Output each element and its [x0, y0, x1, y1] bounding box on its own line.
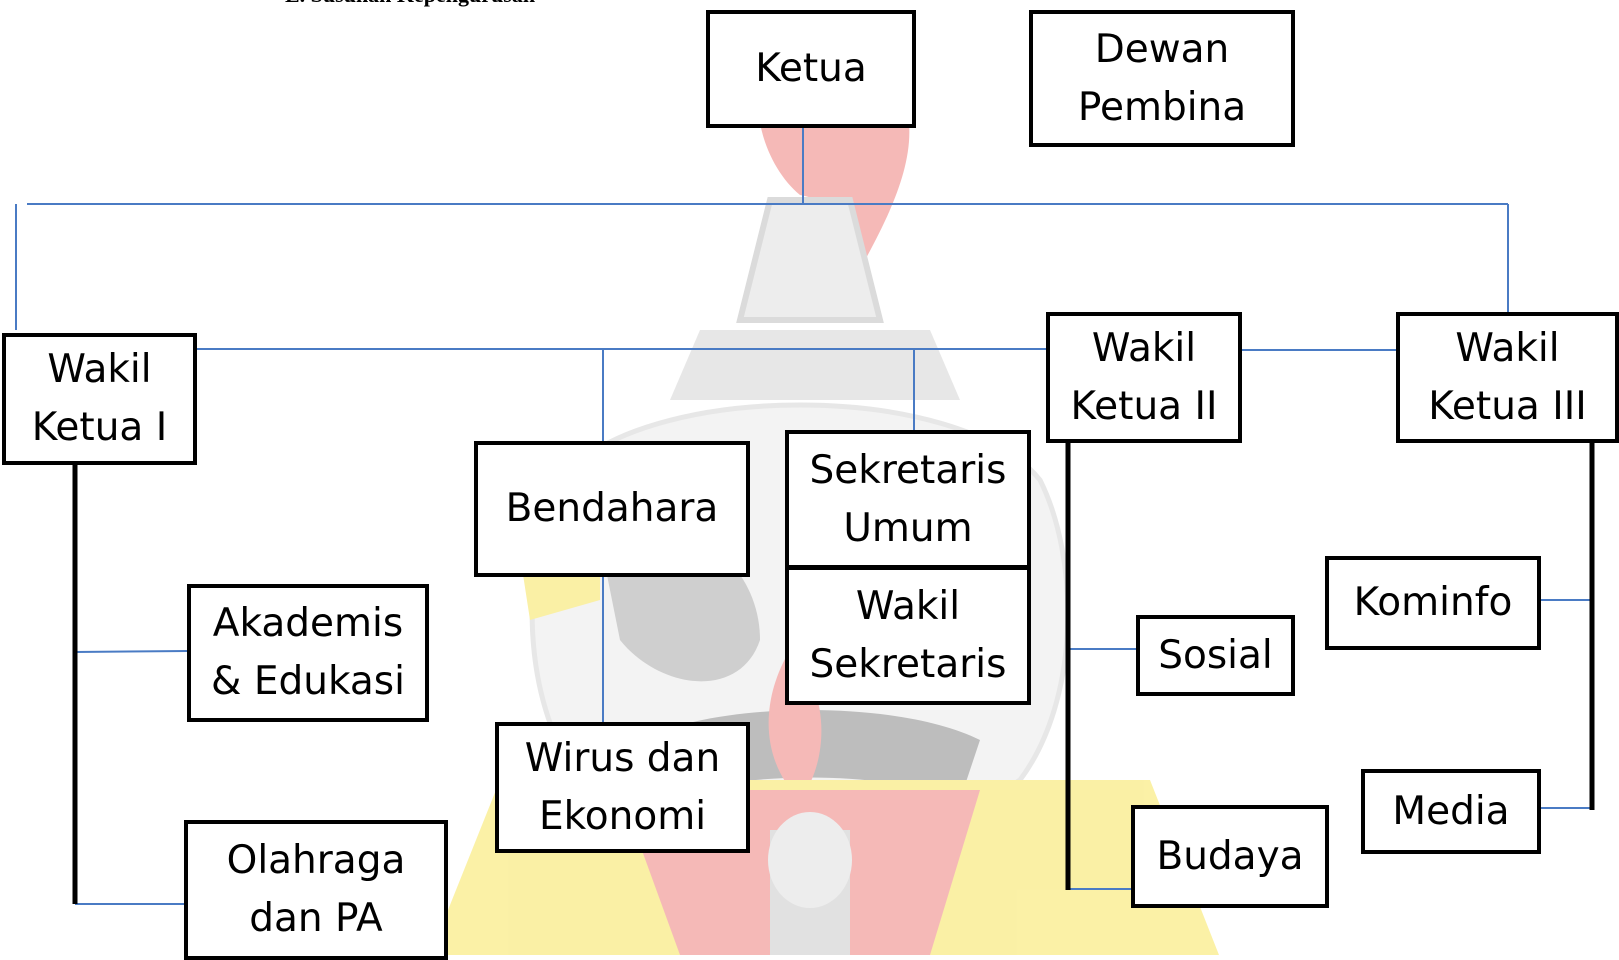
wakil-sekretaris-box: Wakil Sekretaris	[785, 566, 1031, 705]
wakil-ketua-3-box: Wakil Ketua III	[1396, 312, 1619, 443]
wirus-ekonomi-box: Wirus dan Ekonomi	[495, 722, 750, 853]
budaya-box: Budaya	[1131, 805, 1329, 908]
sosial-box: Sosial	[1136, 615, 1295, 696]
kominfo-box: Kominfo	[1325, 556, 1541, 650]
akademis-edukasi-box: Akademis & Edukasi	[187, 584, 429, 722]
sekretaris-umum-box: Sekretaris Umum	[785, 430, 1031, 569]
wakil-ketua-1-box: Wakil Ketua I	[2, 333, 197, 465]
ketua-box: Ketua	[706, 10, 916, 128]
olahraga-pa-box: Olahraga dan PA	[184, 820, 448, 960]
section-heading: E. Susunan Kepengurusan	[285, 0, 535, 8]
dewan-pembina-box: Dewan Pembina	[1029, 10, 1295, 147]
wakil-ketua-2-box: Wakil Ketua II	[1046, 312, 1242, 443]
bendahara-box: Bendahara	[474, 441, 750, 577]
media-box: Media	[1361, 769, 1541, 854]
